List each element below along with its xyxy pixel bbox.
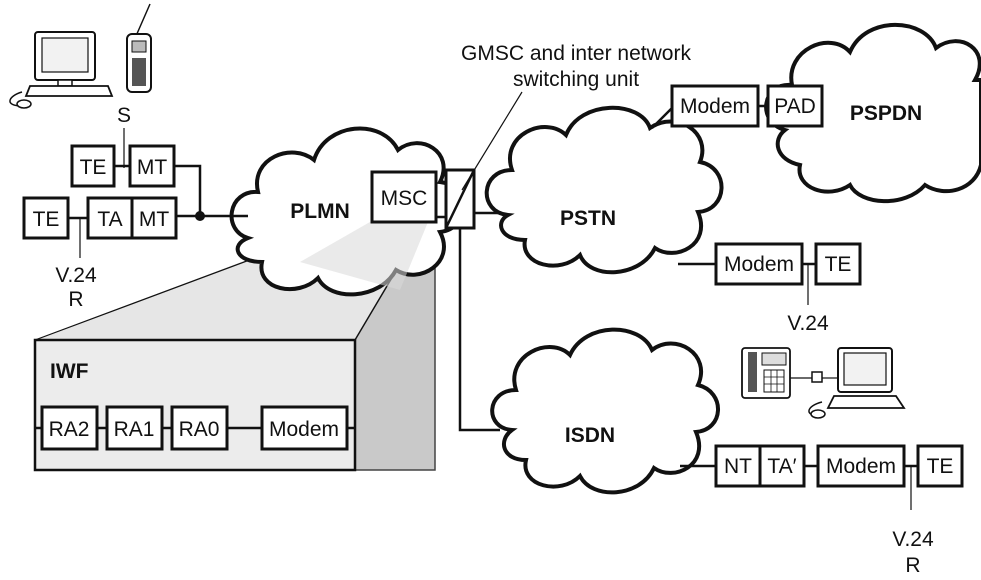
ra2-label: RA2	[49, 418, 90, 441]
ta-left-box	[86, 196, 134, 240]
computer-icon-right	[808, 347, 906, 419]
mt-left-label: MT	[139, 208, 169, 231]
gmsc-pointer-line	[461, 91, 523, 191]
ta-prime-label: TA′	[767, 455, 796, 478]
modem-iwf-box	[260, 405, 349, 451]
msc-label: MSC	[381, 187, 428, 210]
pspdn-cloud	[764, 22, 981, 204]
msc-box	[370, 170, 438, 224]
modem-isdn-label: Modem	[826, 455, 896, 478]
modem-pspdn-label: Modem	[680, 95, 750, 118]
ta-prime-box	[758, 444, 806, 488]
ta-left-label: TA	[97, 208, 122, 231]
gmsc-switch-diagonal	[444, 169, 476, 229]
s-reference-label: S	[117, 104, 131, 127]
pad-label: PAD	[774, 95, 816, 118]
ra1-box	[105, 405, 164, 451]
desk-telephone-icon	[741, 347, 791, 399]
gmsc-label-line2: switching unit	[513, 68, 639, 91]
nt-label: NT	[724, 455, 752, 478]
te-pstn-label: TE	[825, 253, 852, 276]
ra0-label: RA0	[179, 418, 220, 441]
isdn-label: ISDN	[565, 424, 615, 447]
projection-overlay	[300, 202, 435, 290]
left-r-label: R	[68, 288, 83, 311]
gmsc-isdn-link	[458, 228, 500, 432]
pspdn-label: PSPDN	[850, 102, 922, 125]
te-left-box	[22, 196, 70, 240]
isdn-v24-label: V.24	[892, 528, 934, 551]
pstn-cloud	[484, 105, 724, 275]
radio-junction-dot	[195, 211, 205, 221]
pstn-modem-link	[651, 107, 673, 129]
left-v24-label: V.24	[55, 264, 97, 287]
modem-iwf-label: Modem	[269, 418, 339, 441]
computer-icon	[9, 31, 114, 109]
ra2-box	[40, 405, 99, 451]
te-isdn-box	[916, 444, 964, 488]
plmn-label: PLMN	[290, 200, 350, 223]
mt-top-label: MT	[137, 156, 167, 179]
mt-left-box	[130, 196, 178, 240]
pstn-label: PSTN	[560, 207, 616, 230]
te-isdn-label: TE	[927, 455, 954, 478]
mobile-station-icons	[9, 3, 152, 109]
gmsc-label-line1: GMSC and inter network	[461, 42, 691, 65]
pad-box	[766, 84, 824, 128]
te-left-label: TE	[33, 208, 60, 231]
te-top-box	[70, 144, 116, 188]
isdn-r-label: R	[905, 554, 920, 577]
iwf-title: IWF	[50, 360, 89, 383]
te-top-label: TE	[80, 156, 107, 179]
ra0-box	[170, 405, 229, 451]
adapter-icon	[811, 371, 823, 383]
mobile-phone-icon	[126, 3, 152, 93]
mt-top-radio-link	[174, 164, 202, 216]
isdn-cloud	[490, 327, 720, 495]
pstn-v24-label: V.24	[787, 312, 829, 335]
nt-box	[714, 444, 762, 488]
modem-pstn-label: Modem	[724, 253, 794, 276]
ra1-label: RA1	[114, 418, 155, 441]
te-pstn-box	[814, 242, 862, 286]
